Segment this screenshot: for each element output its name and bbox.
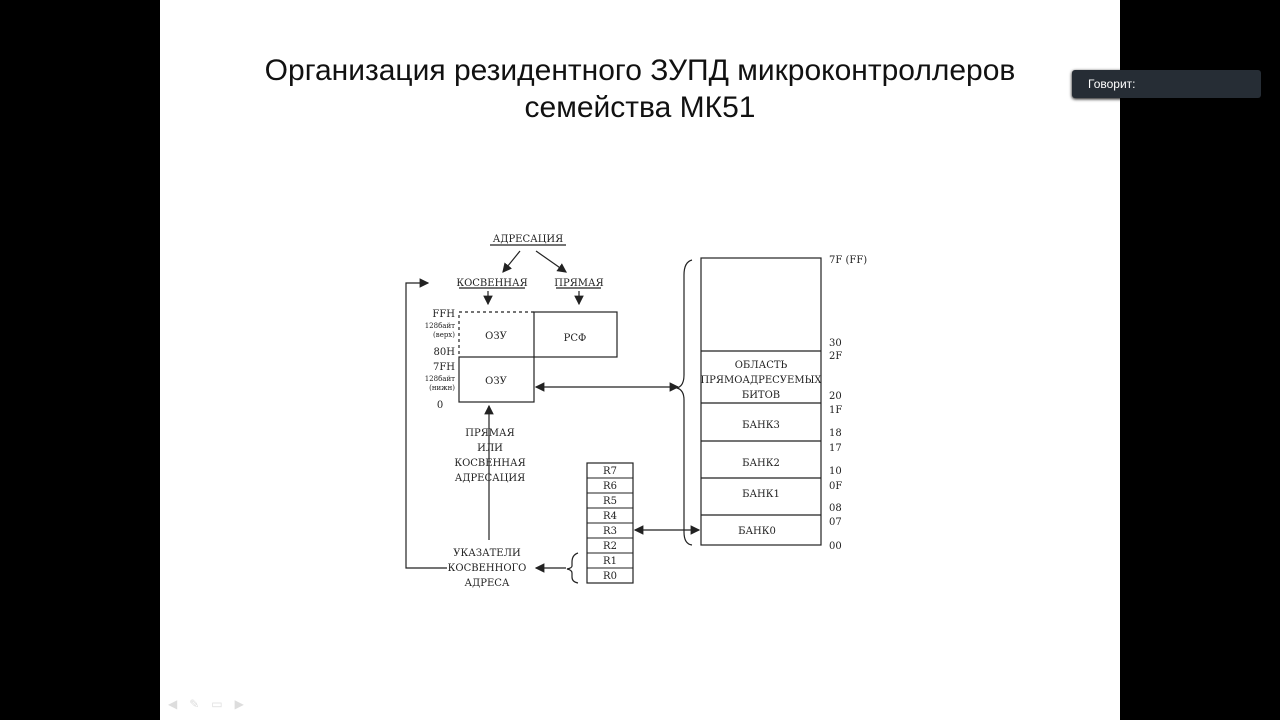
address-label: 00 (829, 541, 842, 552)
address-label: 2F (829, 351, 842, 362)
address-label: 1F (829, 405, 842, 416)
label-addressing: АДРЕСАЦИЯ (493, 234, 563, 245)
pen-icon[interactable]: ✎ (189, 697, 200, 711)
ram-lower-box (458, 356, 535, 403)
pointer-text: АДРЕСА (465, 578, 510, 589)
ram-upper-box (458, 311, 534, 357)
address-label: 0F (829, 481, 842, 492)
slide-title: Организация резидентного ЗУПД микроконтр… (160, 52, 1120, 126)
addr-ffh: FFH (432, 309, 455, 320)
address-label: 10 (829, 466, 842, 477)
pointer-text: КОСВЕННОГО (448, 563, 527, 574)
mode-text: ИЛИ (477, 443, 503, 454)
slide (160, 0, 1120, 720)
bank0-label: БАНК0 (738, 526, 776, 537)
arrow-indirect (502, 250, 521, 273)
address-label: 7F (FF) (829, 255, 867, 266)
ram-brace (674, 259, 693, 546)
next-icon[interactable]: ▶ (234, 697, 244, 711)
register-label: R7 (603, 466, 617, 477)
bank2-label: БАНК2 (742, 458, 780, 469)
addr-7fh: 7FH (433, 362, 455, 373)
lower-size: 128байт (425, 375, 455, 383)
register-label: R4 (603, 511, 617, 522)
mode-text: АДРЕСАЦИЯ (455, 473, 525, 484)
label-direct: ПРЯМАЯ (554, 278, 603, 289)
bank1-label: БАНК1 (742, 489, 780, 500)
label-indirect: КОСВЕННАЯ (456, 278, 527, 289)
feedback-arrow (405, 278, 447, 569)
bit-area-text: ОБЛАСТЬ (735, 360, 788, 371)
bit-area-text: БИТОВ (742, 390, 780, 401)
address-label: 20 (829, 391, 842, 402)
register-brace (566, 552, 579, 584)
register-label: R2 (603, 541, 617, 552)
upper-note: (верх) (433, 331, 455, 339)
ram-upper-label: ОЗУ (485, 331, 507, 342)
mode-text: КОСВЕННАЯ (454, 458, 525, 469)
bank3-label: БАНК3 (742, 420, 780, 431)
bit-area-text: ПРЯМОАДРЕСУЕМЫХ (700, 375, 822, 386)
memory-column (700, 257, 822, 546)
register-label: R6 (603, 481, 617, 492)
mode-text: ПРЯМАЯ (465, 428, 514, 439)
pointer-text: УКАЗАТЕЛИ (453, 548, 521, 559)
slide-nav: ◀ ✎ ▭ ▶ (168, 697, 244, 711)
title-line-1: Организация резидентного ЗУПД микроконтр… (264, 54, 1016, 87)
sfr-box (533, 311, 618, 358)
upper-size: 128байт (425, 322, 455, 330)
sfr-label: РСФ (564, 333, 587, 344)
register-label: R3 (603, 526, 617, 537)
address-label: 08 (829, 503, 842, 514)
address-label: 17 (829, 443, 842, 454)
addr-80h: 80H (434, 347, 456, 358)
register-label: R1 (603, 556, 617, 567)
address-label: 07 (829, 517, 842, 528)
prev-icon[interactable]: ◀ (168, 697, 178, 711)
register-label: R0 (603, 571, 617, 582)
lower-note: (нижн) (429, 384, 455, 392)
arrow-direct (535, 250, 567, 273)
addr-0: 0 (437, 400, 443, 411)
address-label: 30 (829, 338, 842, 349)
title-line-2: семейства МК51 (524, 91, 756, 124)
menu-icon[interactable]: ▭ (211, 697, 223, 711)
register-label: R5 (603, 496, 617, 507)
register-cell (586, 567, 634, 584)
speaking-indicator: Говорит: (1072, 70, 1261, 98)
address-label: 18 (829, 428, 842, 439)
ram-lower-label: ОЗУ (485, 376, 507, 387)
